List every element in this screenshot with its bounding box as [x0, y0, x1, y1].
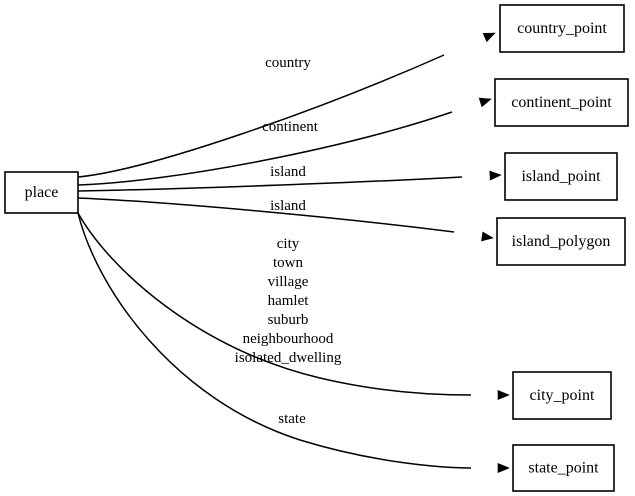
node-city_point-box [512, 371, 612, 420]
edge-place-island_polygon[interactable] [77, 197, 494, 242]
edge-place-city_point-label-line: suburb [268, 312, 309, 328]
edge-place-state_point-label-line: state [278, 411, 306, 427]
edge-place-city_point-label-line: city [277, 236, 300, 252]
node-state_point-label: state_point [528, 460, 599, 477]
edge-place-country_point-line [77, 54, 445, 178]
edge-place-island_polygon-line [77, 197, 455, 233]
edge-place-city_point-label-line: isolated_dwelling [235, 350, 342, 366]
node-place-label: place [25, 184, 59, 201]
edge-place-country_point[interactable] [77, 29, 497, 178]
node-state_point[interactable]: state_point [512, 444, 615, 492]
edges-layer [77, 29, 510, 473]
edge-place-island_point-arrowhead-icon [489, 170, 502, 181]
edge-place-city_point-label-line: hamlet [268, 293, 310, 309]
edge-place-state_point-label: state [278, 411, 306, 427]
node-continent_point-label: continent_point [511, 94, 612, 111]
edge-place-city_point-line [77, 212, 472, 396]
edge-place-continent_point[interactable] [77, 95, 492, 186]
node-state_point-box [512, 444, 615, 492]
edge-place-island_polygon-label-line: island [270, 198, 306, 214]
node-place-box [4, 171, 79, 214]
edge-place-city_point-label: city town village hamlet suburb neighbourhood… [235, 236, 342, 366]
edge-place-island_polygon-arrowhead-icon [481, 231, 494, 242]
edge-place-country_point-label-line: country [265, 55, 311, 71]
node-city_point-label: city_point [530, 387, 595, 404]
node-island_point-box [504, 152, 618, 201]
node-island_polygon-box [496, 217, 626, 266]
edge-place-continent_point-label-line: continent [262, 119, 319, 135]
nodes-layer: place country_point continent_point island_… [4, 4, 629, 492]
node-country_point[interactable]: country_point [499, 4, 625, 53]
node-continent_point-box [494, 78, 629, 127]
node-city_point[interactable]: city_point [512, 371, 612, 420]
node-island_polygon[interactable]: island_polygon [496, 217, 626, 266]
node-place[interactable]: place [4, 171, 79, 214]
edge-place-island_point-label-line: island [270, 164, 306, 180]
edge-place-continent_point-label: continent [262, 119, 319, 135]
edge-place-city_point[interactable] [77, 212, 510, 400]
edge-place-island_point-line [77, 176, 463, 192]
edge-place-city_point-label-line: town [273, 255, 304, 271]
edge-place-state_point[interactable] [77, 212, 510, 473]
node-island_polygon-label: island_polygon [512, 233, 611, 250]
edge-place-island_point[interactable] [77, 170, 502, 192]
edge-place-continent_point-line [77, 111, 453, 186]
node-country_point-box [499, 4, 625, 53]
node-island_point-label: island_point [521, 168, 601, 185]
edge-place-city_point-label-line: neighbourhood [243, 331, 334, 347]
node-continent_point[interactable]: continent_point [494, 78, 629, 127]
edge-place-country_point-arrowhead-icon [482, 32, 496, 43]
edge-place-city_point-label-line: village [268, 274, 309, 290]
edge-place-continent_point-arrowhead-icon [478, 97, 492, 108]
edge-place-city_point-arrowhead-icon [497, 390, 510, 400]
edge-place-island_polygon-label: island [270, 198, 306, 214]
edge-place-state_point-line [77, 212, 472, 469]
edge-place-country_point-label: country [265, 55, 311, 71]
edge-labels-layer: country continent island island city town vill… [235, 55, 342, 427]
edge-place-island_point-label: island [270, 164, 306, 180]
edge-place-state_point-arrowhead-icon [497, 463, 510, 473]
node-island_point[interactable]: island_point [504, 152, 618, 201]
node-country_point-label: country_point [517, 20, 607, 37]
